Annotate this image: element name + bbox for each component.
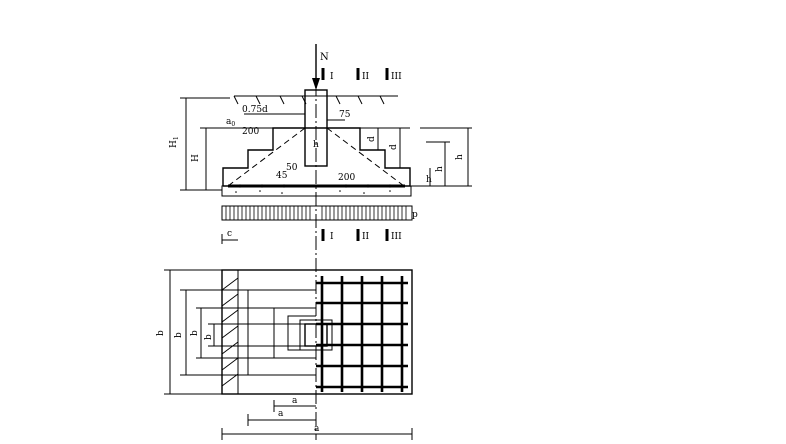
section-marks-bottom bbox=[321, 229, 389, 241]
dim-H1-label: H1 bbox=[169, 136, 180, 148]
dim-right-d bbox=[360, 127, 410, 168]
dim-50-label: 50 bbox=[286, 163, 298, 173]
plan-rebar-grid bbox=[316, 276, 408, 392]
dim-b1-label: b bbox=[174, 332, 184, 338]
soil-pressure-block bbox=[221, 205, 413, 221]
shear-line-right bbox=[326, 127, 405, 187]
dim-H-label: H bbox=[191, 154, 201, 162]
dim-plan-b1 bbox=[180, 289, 248, 376]
section-label-2-bottom: II bbox=[362, 232, 370, 242]
dim-plan-a1 bbox=[273, 400, 316, 412]
dim-c bbox=[221, 234, 238, 244]
plan-step-3 bbox=[287, 315, 316, 351]
dim-H bbox=[200, 127, 273, 190]
plan-hatch-strip bbox=[221, 269, 239, 395]
dim-plan-a2 bbox=[247, 414, 316, 426]
lean-concrete-bed bbox=[221, 185, 412, 197]
lean-concrete-dots bbox=[235, 190, 391, 194]
dim-200-bot-label: 200 bbox=[338, 173, 355, 183]
dim-a-label: a bbox=[314, 424, 320, 434]
dim-b-label: b bbox=[156, 330, 166, 336]
dim-h0-label: h bbox=[435, 166, 445, 172]
load-label: N bbox=[320, 52, 329, 63]
dim-a2-label: a bbox=[278, 409, 284, 419]
dim-075d-label: 0.75d bbox=[242, 105, 268, 115]
section-label-3-bottom: III bbox=[391, 232, 402, 242]
plan-view: b b b b a a bbox=[156, 269, 413, 440]
dim-d-label: d bbox=[367, 136, 377, 142]
dim-plan-bc2 bbox=[208, 323, 305, 347]
section-label-1-top: I bbox=[330, 72, 334, 82]
dim-plan-a bbox=[221, 428, 413, 440]
shear-line-left bbox=[227, 127, 306, 187]
section-label-3-top: III bbox=[391, 72, 402, 82]
dim-hc-label: h bbox=[426, 175, 432, 185]
ground-line bbox=[233, 95, 398, 105]
soil-pressure-hatch bbox=[225, 206, 407, 220]
dim-plan-b bbox=[164, 269, 222, 395]
section-label-1-bottom: I bbox=[330, 232, 334, 242]
plan-hatch-lines bbox=[221, 277, 239, 387]
dim-75-label: 75 bbox=[339, 110, 351, 120]
dim-a1-label: a bbox=[292, 396, 298, 406]
plan-step-1 bbox=[247, 289, 316, 376]
pressure-label: p bbox=[412, 210, 418, 220]
dim-200-top-label: 200 bbox=[242, 127, 259, 137]
dim-bc-label: b bbox=[190, 330, 200, 336]
dim-H1 bbox=[180, 97, 230, 191]
section-label-2-top: II bbox=[362, 72, 370, 82]
dim-plan-bc bbox=[196, 307, 274, 359]
elevation-view: N I II III bbox=[169, 44, 472, 440]
plan-step-2 bbox=[273, 307, 316, 359]
dim-bc2-label: b bbox=[204, 334, 214, 340]
dim-h-label: h bbox=[455, 154, 465, 160]
dim-d2-label: d bbox=[389, 144, 399, 150]
dim-45-label: 45 bbox=[276, 171, 288, 181]
plan-column-inner bbox=[299, 319, 333, 351]
dim-a0-label: a0 bbox=[226, 117, 235, 128]
section-marks-top bbox=[321, 68, 389, 80]
dim-col-label: h bbox=[313, 140, 319, 150]
load-arrow bbox=[312, 44, 320, 90]
dim-right-h bbox=[410, 127, 472, 187]
dim-c-label: c bbox=[227, 229, 232, 239]
